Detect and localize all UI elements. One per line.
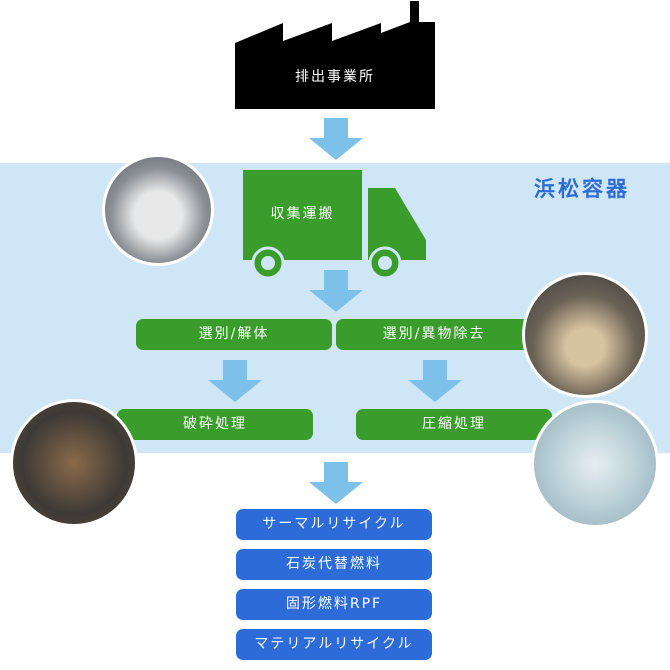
arrow-down-icon [208,360,262,402]
sorting-dismantling-step: 選別/解体 [136,319,332,350]
sorting-foreign-removal-step: 選別/異物除去 [336,319,532,350]
company-name: 浜松容器 [534,177,630,201]
source-label: 排出事業所 [295,69,375,85]
crushed-plastic-photo [10,399,138,527]
arrow-down-icon [309,118,363,160]
truck-icon [243,170,426,278]
output-material-recycle: マテリアルリサイクル [236,629,432,660]
arrow-down-icon [309,270,363,312]
arrow-down-icon [309,462,363,504]
sorting-photo [522,272,648,398]
arrow-down-icon [408,360,462,402]
compression-step: 圧縮処理 [356,409,552,440]
collection-label: 収集運搬 [270,206,335,222]
output-coal-substitute: 石炭代替燃料 [236,549,432,580]
output-rpf: 固形燃料RPF [236,589,432,620]
truck-photo [102,154,214,266]
output-thermal-recycle: サーマルリサイクル [236,509,432,540]
compressed-bottles-photo [531,400,659,528]
factory-icon [235,1,435,109]
crushing-step: 破砕処理 [117,409,313,440]
